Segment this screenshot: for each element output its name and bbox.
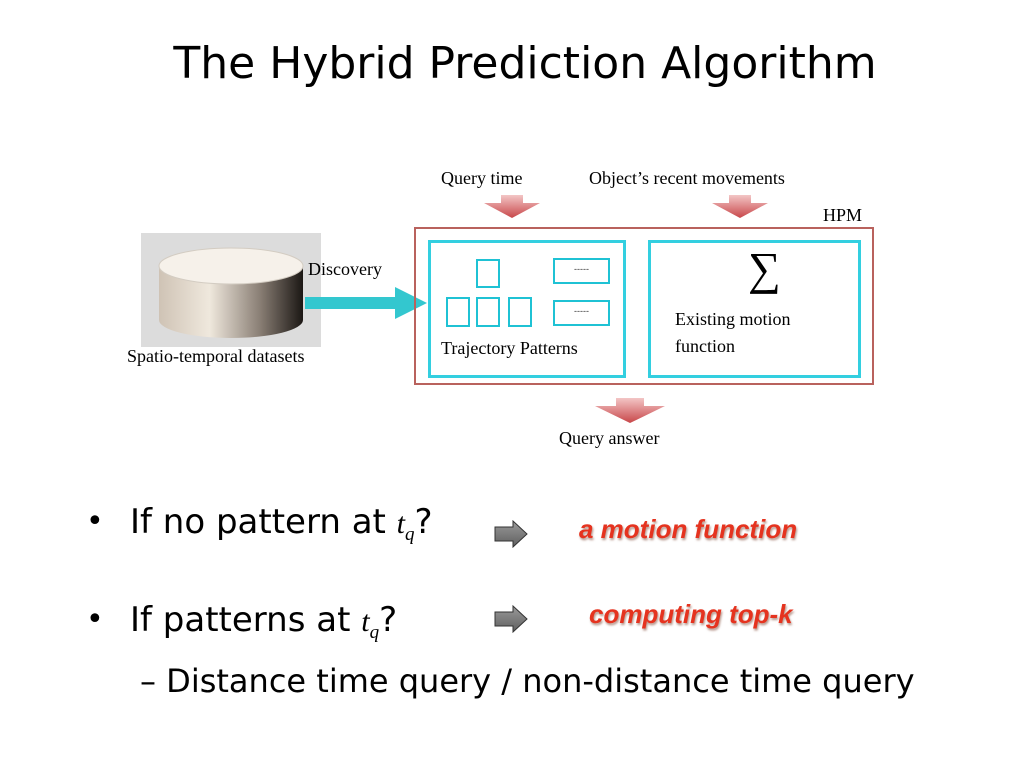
- bullet-2-suffix: ?: [379, 600, 398, 640]
- motion-function-label-line2: function: [675, 336, 735, 356]
- bullet-1-prefix: If no pattern at: [130, 502, 397, 542]
- down-arrow-icon: [484, 195, 540, 218]
- pattern-entry-box: -----: [553, 258, 610, 284]
- bullet-item-1: If no pattern at tq?: [130, 502, 433, 546]
- right-arrow-icon: [494, 520, 528, 548]
- recent-movements-label: Object’s recent movements: [589, 168, 785, 188]
- slide-title: The Hybrid Prediction Algorithm: [173, 38, 877, 89]
- bullet-1-suffix: ?: [414, 502, 433, 542]
- motion-function-label-line1: Existing motion: [675, 309, 791, 329]
- sigma-icon: ∑: [748, 243, 781, 294]
- hpm-label: HPM: [823, 205, 863, 225]
- discovery-label: Discovery: [308, 259, 382, 279]
- tq-subscript: q: [369, 622, 380, 643]
- tq-var: t: [361, 605, 370, 638]
- sub-bullet-text: Distance time query / non-distance time …: [166, 662, 915, 700]
- motion-function-box: [648, 240, 861, 378]
- tq-variable: tq: [396, 507, 415, 545]
- trajectory-patterns-label: Trajectory Patterns: [441, 338, 578, 358]
- pattern-square: [446, 297, 470, 327]
- tq-subscript: q: [405, 524, 415, 545]
- right-arrow-icon: [305, 287, 427, 319]
- hpm-box: [414, 227, 874, 385]
- top-k-result: computing top-k: [589, 599, 793, 629]
- pattern-square: [476, 259, 500, 288]
- database-cylinder-icon: [158, 247, 304, 338]
- datasets-label: Spatio-temporal datasets: [127, 346, 305, 366]
- bullet-marker: •: [86, 504, 104, 539]
- down-arrow-icon: [595, 398, 665, 423]
- pattern-square: [508, 297, 532, 327]
- bullet-item-2: If patterns at tq?: [130, 600, 397, 644]
- pattern-entry-box: -----: [553, 300, 610, 326]
- right-arrow-icon: [494, 605, 528, 633]
- tq-variable: tq: [361, 605, 379, 643]
- query-time-label: Query time: [441, 168, 523, 188]
- sub-bullet-dash: –: [140, 662, 156, 700]
- motion-function-result: a motion function: [579, 514, 798, 544]
- bullet-marker: •: [86, 602, 104, 637]
- down-arrow-icon: [712, 195, 768, 218]
- tq-var: t: [396, 507, 406, 540]
- sub-bullet: – Distance time query / non-distance tim…: [140, 662, 915, 700]
- query-answer-label: Query answer: [559, 428, 660, 448]
- pattern-square: [476, 297, 500, 327]
- bullet-2-prefix: If patterns at: [130, 600, 362, 640]
